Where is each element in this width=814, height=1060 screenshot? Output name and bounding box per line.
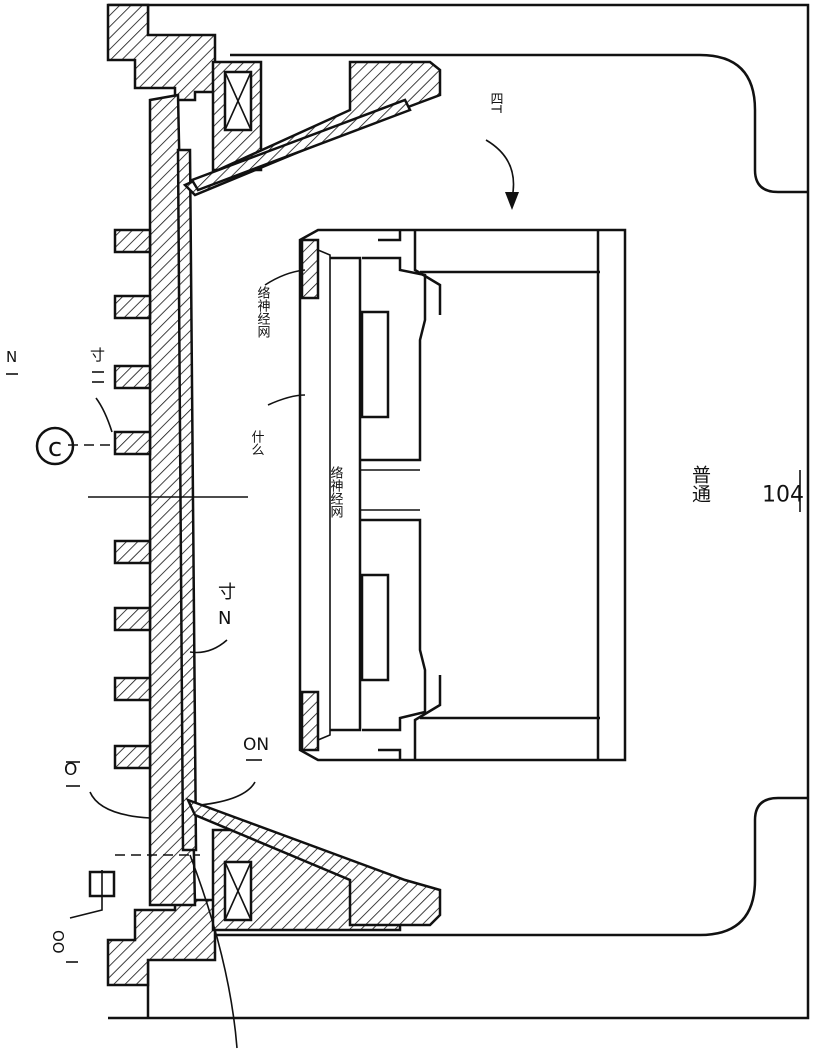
luo-shen-jing-wang-center-label: 络神经网 — [328, 465, 344, 518]
n-left-label: N — [6, 348, 17, 366]
cun-mid-label: 寸 — [218, 582, 236, 603]
substrate-holder — [298, 228, 627, 762]
bottom-cone — [185, 797, 442, 927]
top-cone-liner — [190, 98, 412, 192]
on-label: ON — [243, 735, 269, 755]
ref-104-label: 104 — [762, 483, 804, 508]
cun-n-left-label: 寸 — [90, 346, 105, 364]
pu-tong-label: 普通 — [689, 465, 711, 503]
top-flange — [106, 3, 217, 102]
oo-bottom-label: OO — [49, 930, 67, 954]
luo-shen-jing-wang-top-label: 络神经网 — [255, 285, 271, 338]
side-blocks — [113, 228, 152, 770]
inner-cavity — [215, 53, 808, 937]
leader-lines — [68, 269, 306, 1049]
small-box — [88, 870, 116, 898]
window-liner — [176, 148, 198, 852]
o-left-label: O — [64, 760, 77, 780]
circle-c-outline — [35, 426, 75, 466]
si-t-arrow — [485, 139, 519, 210]
top-magnet — [211, 60, 263, 172]
shen-me-label: 什么 — [249, 430, 265, 456]
si-t-label: 四T — [488, 92, 503, 113]
circle-c-label: c — [48, 433, 62, 463]
bottom-flange — [106, 898, 217, 987]
n-mid-label: N — [218, 608, 231, 629]
